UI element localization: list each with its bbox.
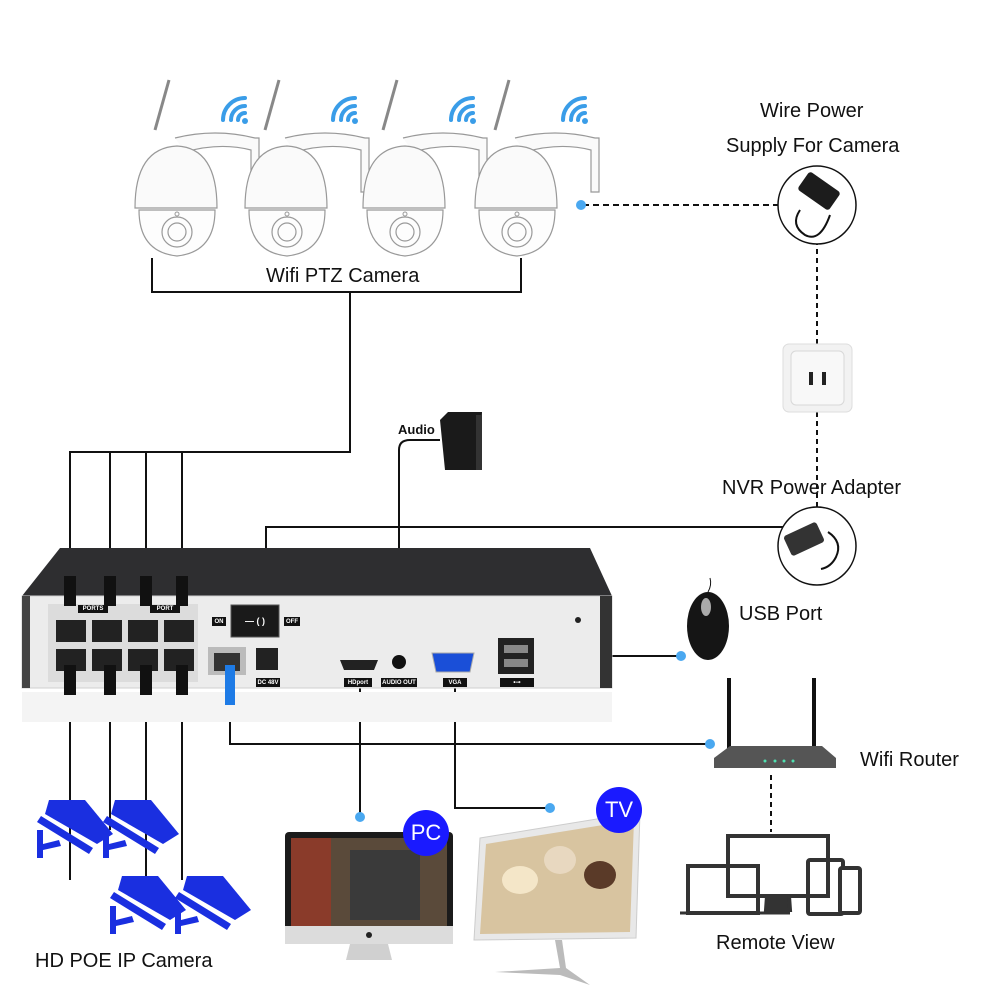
wire-power-label: Wire Power (760, 100, 864, 122)
vga-label: VGA (443, 678, 467, 687)
camera-power-adapter-icon (777, 165, 857, 245)
wifi-router-label: Wifi Router (860, 749, 959, 771)
usb-label: •⊸ (500, 678, 534, 687)
tv-badge: TV (596, 787, 642, 833)
pc-badge: PC (403, 810, 449, 856)
hdmi-label: HDport (344, 678, 372, 687)
pc-monitor-icon (285, 832, 453, 960)
tv-monitor-icon (473, 811, 641, 985)
hd-poe-ip-camera-label: HD POE IP Camera (35, 950, 213, 972)
poe-camera-2 (103, 800, 179, 858)
wall-outlet-icon (782, 343, 853, 413)
connector-dot (576, 200, 586, 210)
speaker-icon (440, 412, 482, 470)
switch-off-label: OFF (284, 617, 300, 626)
nvr-power-adapter-icon (777, 506, 857, 586)
usb-port-label: USB Port (739, 603, 823, 625)
nvr-power-adapter-label: NVR Power Adapter (722, 477, 901, 499)
connector-dot (705, 739, 715, 749)
dc-label: DC 48V (256, 678, 280, 687)
poe-camera-3 (110, 876, 186, 934)
wire-power-label-2: Supply For Camera (726, 135, 900, 157)
poe-camera-4 (175, 876, 251, 934)
poe-camera-1 (37, 800, 113, 858)
audio-out-label: AUDIO OUT (381, 678, 417, 687)
connector-dot (676, 651, 686, 661)
port-group-label: PORT (150, 605, 180, 613)
remote-view-label: Remote View (716, 932, 835, 954)
wifi-ptz-camera-label: Wifi PTZ Camera (266, 265, 420, 287)
remote-devices-icon (680, 834, 862, 916)
mouse-icon (687, 577, 729, 660)
audio-label: Audio (398, 422, 435, 437)
connector-dot (355, 812, 365, 822)
wifi-router-icon (714, 678, 836, 768)
connector-dot (545, 803, 555, 813)
port-group-label: PORTS (78, 605, 108, 613)
switch-on-label: ON (212, 617, 226, 626)
power-switch[interactable]: — ( ) (245, 616, 265, 626)
